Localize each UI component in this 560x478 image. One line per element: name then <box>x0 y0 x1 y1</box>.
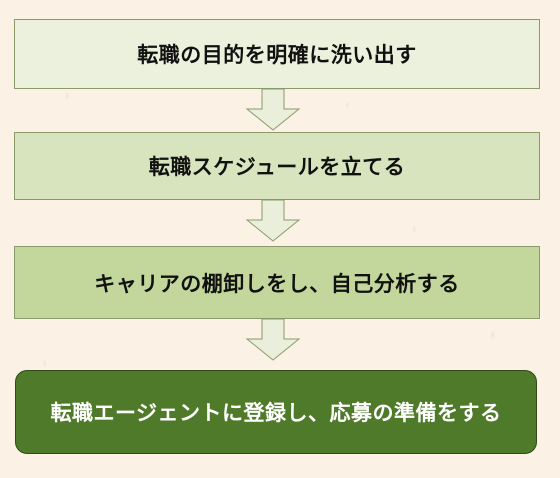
flow-step-1-label: 転職の目的を明確に洗い出す <box>137 43 417 67</box>
down-arrow-icon <box>245 89 301 131</box>
down-arrow-icon <box>245 200 301 242</box>
flow-step-4: 転職エージェントに登録し、応募の準備をする <box>15 370 537 454</box>
flow-step-3-label: キャリアの棚卸しをし、自己分析する <box>94 271 460 296</box>
flow-step-2-label: 転職スケジュールを立てる <box>148 155 406 179</box>
flow-step-3: キャリアの棚卸しをし、自己分析する <box>14 246 540 319</box>
down-arrow-icon <box>245 319 301 361</box>
flow-step-4-label: 転職エージェントに登録し、応募の準備をする <box>50 401 502 425</box>
flow-step-2: 転職スケジュールを立てる <box>14 132 540 200</box>
flow-step-1: 転職の目的を明確に洗い出す <box>14 19 540 89</box>
